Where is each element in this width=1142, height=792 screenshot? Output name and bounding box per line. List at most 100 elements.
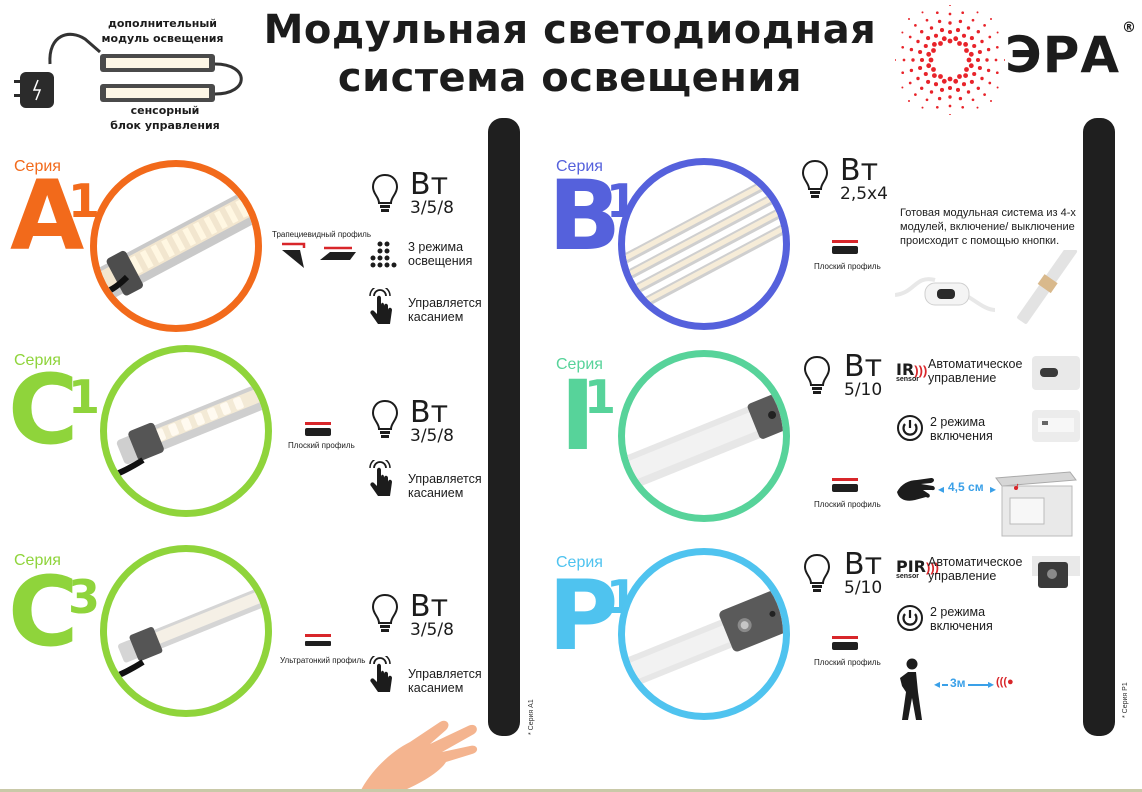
p1-auto-line1: Автоматическое xyxy=(928,555,1023,569)
b1-desc-line3: происходит с помощью кнопки. xyxy=(900,235,1060,247)
b1-desc-line2: модулей, включение/ выключение xyxy=(900,221,1075,233)
series-b1-letter: B xyxy=(548,160,622,272)
p1-arrow-right-icon: ▸ xyxy=(988,677,995,691)
series-p1-watt-unit: Вт xyxy=(844,547,883,582)
series-b1-product-ring xyxy=(618,158,790,330)
a1-modes-line2: освещения xyxy=(408,254,473,268)
i1-profile-icon xyxy=(832,478,858,492)
brand-registered-mark: ® xyxy=(1122,20,1138,37)
i1-led-bar-image xyxy=(625,391,783,497)
series-i1-modes-text: 2 режима включения xyxy=(930,415,993,443)
series-p1-distance: 3м xyxy=(950,676,966,690)
series-c1-watt-values: 3/5/8 xyxy=(410,426,454,446)
diagram-bottom-label-line2: блок управления xyxy=(110,119,220,132)
series-p1-prefix: Серия xyxy=(556,554,603,571)
series-i1-letter: I xyxy=(560,360,596,472)
a1-profile-icon xyxy=(280,240,360,277)
series-c3-prefix: Серия xyxy=(14,552,61,569)
p1-walking-person-icon xyxy=(896,658,926,729)
c1-profile-icon xyxy=(305,422,331,436)
sunburst-logo-icon xyxy=(893,3,1007,117)
p1-auto-line2: управление xyxy=(928,569,997,583)
a1-touch-line1: Управляется xyxy=(408,296,482,310)
b1-modules-image xyxy=(625,176,783,306)
series-c1-prefix: Серия xyxy=(14,352,61,369)
brand-name-text: ЭРА xyxy=(1005,26,1121,84)
i1-cabinet-photo xyxy=(990,468,1080,543)
series-b1-watt-unit: Вт xyxy=(840,153,879,188)
module-diagram-illustration xyxy=(14,32,243,108)
i1-ir-sensor-icon: IR))) sensor xyxy=(896,360,927,383)
p1-modes-line1: 2 режима xyxy=(930,605,986,619)
brand-logo xyxy=(893,3,1007,117)
page-title: Модульная светодиодная система освещения xyxy=(260,6,880,102)
p1-pir-sensor-icon: PIR))) sensor xyxy=(896,557,939,580)
left-pillar xyxy=(488,118,520,736)
diagram-top-label-line1: дополнительный xyxy=(107,17,218,30)
brand-name: ЭРА® xyxy=(1005,20,1137,84)
footnote-left: * Серия A1 xyxy=(528,699,535,735)
b1-connector-image xyxy=(1015,244,1080,330)
series-c1-watt-unit: Вт xyxy=(410,395,449,430)
i1-modes-line2: включения xyxy=(930,429,993,443)
series-p1-auto-text: Автоматическое управление xyxy=(928,555,1022,583)
c3-touch-line2: касанием xyxy=(408,681,464,695)
a1-touch-line2: касанием xyxy=(408,310,464,324)
footnote-right: * Серия P1 xyxy=(1122,682,1129,718)
series-a1-watt-unit: Вт xyxy=(410,167,449,202)
p1-sensor-main: PIR xyxy=(896,557,926,576)
diagram-top-label-line2: модуль освещения xyxy=(101,32,224,45)
series-a1-letter: A xyxy=(10,160,85,272)
c3-touch-line1: Управляется xyxy=(408,667,482,681)
i1-sensor-main: IR xyxy=(896,360,915,379)
series-i1-superscript: 1 xyxy=(584,370,617,424)
i1-bulb-icon xyxy=(802,354,832,401)
c1-bulb-icon xyxy=(370,398,400,445)
c1-touch-line2: касанием xyxy=(408,486,464,500)
p1-sensor-sub: sensor xyxy=(896,573,919,580)
page-title-line2: система освещения xyxy=(337,55,803,101)
series-c1-profile-label: Плоский профиль xyxy=(288,441,355,450)
series-i1-prefix: Серия xyxy=(556,356,603,373)
p1-led-bar-image xyxy=(625,587,783,695)
series-c1-product-ring xyxy=(100,345,272,517)
series-a1-touch-text: Управляется касанием xyxy=(408,296,482,324)
p1-sensor-waves: ))) xyxy=(926,560,939,575)
series-c1-superscript: 1 xyxy=(68,370,101,424)
diagram-bottom-label-line1: сенсорный xyxy=(130,104,200,117)
series-a1-prefix: Серия xyxy=(14,158,61,175)
series-c3-profile-label: Ультратонкий профиль xyxy=(280,656,366,665)
series-i1-watt-unit: Вт xyxy=(844,349,883,384)
right-pillar xyxy=(1083,118,1115,736)
series-p1-letter: P xyxy=(548,560,619,672)
i1-power-icon xyxy=(896,414,924,447)
series-i1-profile-label: Плоский профиль xyxy=(814,500,881,509)
bottom-border xyxy=(0,789,1142,792)
series-a1-watt-values: 3/5/8 xyxy=(410,198,454,218)
a1-led-bar-image xyxy=(97,180,255,301)
a1-touch-icon xyxy=(366,285,396,333)
b1-bulb-icon xyxy=(800,158,830,205)
series-b1-prefix: Серия xyxy=(556,158,603,175)
b1-profile-icon xyxy=(832,240,858,254)
p1-bulb-icon xyxy=(802,552,832,599)
i1-modes-line1: 2 режима xyxy=(930,415,986,429)
series-c3-product-ring xyxy=(100,545,272,717)
p1-modes-line2: включения xyxy=(930,619,993,633)
a1-bulb-icon xyxy=(370,172,400,219)
b1-desc-line1: Готовая модульная система из 4-х xyxy=(900,207,1076,219)
c3-led-bar-image xyxy=(107,570,265,683)
series-p1-watt-values: 5/10 xyxy=(844,578,883,598)
i1-auto-line2: управление xyxy=(928,371,997,385)
series-p1-modes-text: 2 режима включения xyxy=(930,605,993,633)
b1-switch-image xyxy=(894,255,996,330)
i1-sensor-photo xyxy=(1032,356,1080,395)
c1-touch-line1: Управляется xyxy=(408,472,482,486)
p1-pir-signal-icon: (((● xyxy=(996,676,1014,688)
c1-touch-icon xyxy=(366,457,396,505)
series-i1-distance: 4,5 см xyxy=(948,480,984,494)
i1-sensor-waves: ))) xyxy=(914,363,928,378)
a1-modes-icon xyxy=(367,240,397,279)
series-b1-description: Готовая модульная система из 4-х модулей… xyxy=(900,206,1080,248)
series-c1-letter: C xyxy=(8,354,79,466)
